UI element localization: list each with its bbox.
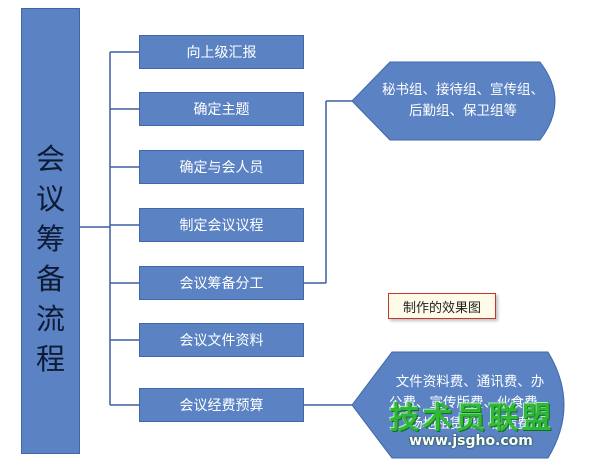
step-report-superior: 向上级汇报: [139, 35, 304, 69]
callout-division-text: 秘书组、接待组、宣传组、 后勤组、保卫组等: [378, 80, 548, 122]
watermark: 技术员联盟 www.jsgho.com: [372, 393, 572, 451]
watermark-url: www.jsgho.com: [409, 433, 533, 449]
callout-division-line-2: 后勤组、保卫组等: [409, 103, 517, 119]
step-determine-attendees: 确定与会人员: [139, 150, 304, 184]
callout-budget-text: 文件资料费、通讯费、办 公费、宣传版费、伙食费、 场地租赁费、住宿费: [382, 372, 558, 435]
callout-budget-line-2: 公费、宣传版费、伙食费、: [389, 395, 551, 411]
effect-note-label: 制作的效果图: [388, 293, 496, 319]
step-budget: 会议经费预算: [139, 388, 304, 422]
callout-budget-line-3: 场地租赁费、住宿费: [409, 416, 531, 432]
callout-division-shape: [351, 61, 556, 141]
step-determine-theme: 确定主题: [139, 92, 304, 126]
process-title: 会 议 筹 备 流 程: [35, 142, 65, 376]
step-division-of-labor: 会议筹备分工: [139, 266, 304, 300]
step-make-agenda: 制定会议议程: [139, 208, 304, 242]
callout-division-line-1: 秘书组、接待组、宣传组、: [382, 82, 544, 98]
process-title-box: 会 议 筹 备 流 程: [21, 8, 80, 454]
callout-budget-shape: [351, 351, 565, 459]
step-meeting-documents: 会议文件资料: [139, 323, 304, 357]
callout-budget-line-1: 文件资料费、通讯费、办: [395, 374, 545, 390]
watermark-text: 技术员联盟: [389, 401, 555, 436]
